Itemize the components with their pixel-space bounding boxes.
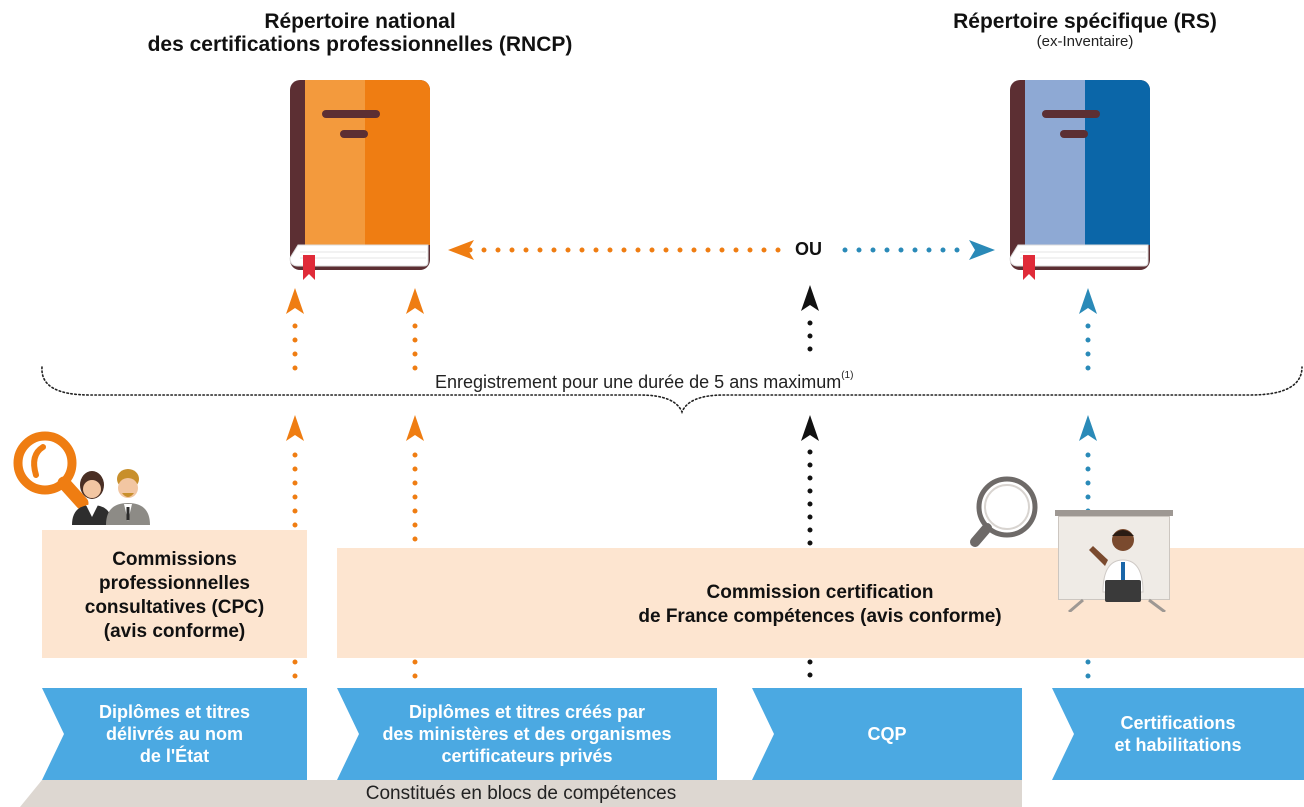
cat2-line-1: Diplômes et titres créés par (408, 702, 646, 722)
rs-subtitle: (ex-Inventaire) (1036, 33, 1134, 50)
rncp-title: Répertoire national des certifications p… (90, 10, 630, 56)
rs-book-icon (1009, 80, 1150, 280)
registration-text: Enregistrement pour une durée de 5 ans m… (435, 372, 842, 392)
fc-line-1: Commission certification (706, 582, 934, 603)
competence-blocks-band: Constitués en blocs de compétences (20, 780, 1022, 807)
registration-brace (41, 366, 1303, 415)
competence-blocks-label: Constitués en blocs de compétences (365, 782, 677, 804)
rs-title: Répertoire spécifique (RS) (953, 10, 1217, 33)
cat4-line-2: et habilitations (1114, 735, 1242, 755)
cat1-line-3: de l'État (139, 746, 210, 766)
cat2-line-2: des ministères et des organismes (382, 724, 672, 744)
cat4-line-1: Certifications (1120, 713, 1236, 733)
category-state-diplomas: Diplômes et titres délivrés au nom de l'… (42, 688, 307, 780)
cpc-commission-box (42, 530, 307, 658)
france-competences-text: Commission certification de France compé… (560, 575, 1080, 635)
category-ministry-diplomas: Diplômes et titres créés par des ministè… (337, 688, 717, 780)
rncp-book-icon (289, 80, 430, 280)
or-arrows (448, 240, 995, 260)
people-icon (72, 469, 150, 525)
cat3-line-1: CQP (867, 724, 907, 744)
category-cqp: CQP (752, 688, 1022, 780)
cpc-line-2: professionnelles (99, 573, 250, 594)
cpc-line-4: (avis conforme) (103, 621, 246, 642)
presenter-icon (970, 476, 1166, 612)
or-label: OU (795, 239, 822, 259)
cat2-line-3: certificateurs privés (441, 746, 613, 766)
rncp-title-line1: Répertoire national (264, 10, 456, 33)
cat1-line-2: délivrés au nom (105, 724, 244, 744)
presenter-illustration (965, 462, 1175, 612)
cpc-commission-text: Commissions professionnelles consultativ… (42, 536, 307, 656)
magnifier-icon (13, 431, 89, 510)
category-certifications: Certifications et habilitations (1052, 688, 1304, 780)
rs-title-block: Répertoire spécifique (RS) (ex-Inventair… (900, 10, 1270, 50)
rncp-title-line2: des certifications professionnelles (RNC… (147, 33, 573, 56)
cpc-line-1: Commissions (112, 549, 237, 570)
cpc-line-3: consultatives (CPC) (84, 597, 265, 618)
registration-label: Enregistrement pour une durée de 5 ans m… (435, 370, 854, 393)
whiteboard-top-bar (1055, 510, 1173, 516)
registration-footnote: (1) (841, 370, 854, 381)
cpc-illustration (13, 431, 150, 525)
cat1-line-1: Diplômes et titres (98, 702, 251, 722)
fc-line-2: de France compétences (avis conforme) (638, 606, 1002, 627)
upper-arrows (286, 285, 1097, 373)
